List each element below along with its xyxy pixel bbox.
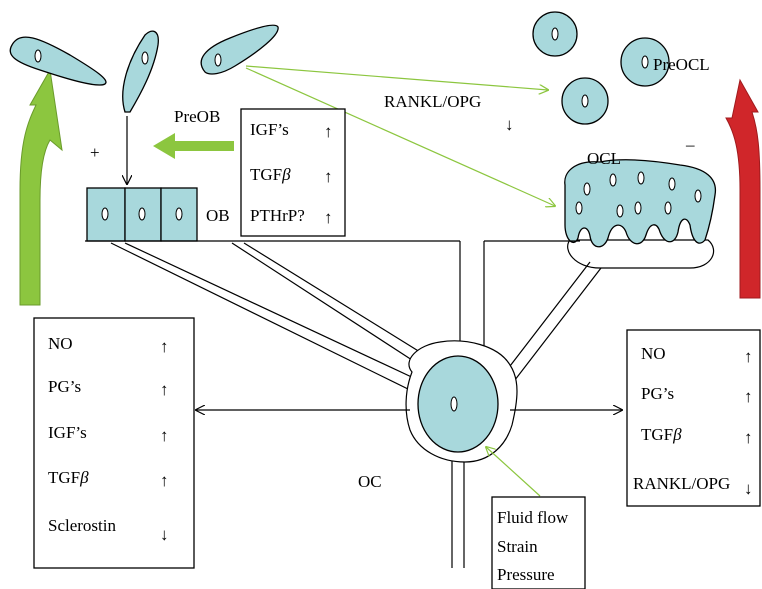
right-factor-name: NO: [641, 344, 666, 363]
left-factor-name: NO: [48, 334, 73, 353]
green-line-to-ocl: [245, 67, 555, 206]
mechanical-stimuli-box: [491, 496, 586, 589]
left-factors-list: NO ↑ PG’s ↑ IGF’s ↑ TGFβ ↑ Sclerostin ↓: [48, 334, 169, 544]
left-factor-arrow: ↑: [160, 426, 169, 445]
left-factor-arrow: ↓: [160, 525, 169, 544]
left-factor-name: IGF’s: [48, 423, 87, 442]
left-factor-name: TGFβ: [48, 468, 89, 487]
right-factor-arrow: ↑: [744, 387, 753, 406]
label-ocl: OCL: [587, 149, 621, 168]
label-minus: –: [685, 135, 695, 154]
ob-factor-name: PTHrP?: [250, 206, 305, 225]
left-factor-arrow: ↑: [160, 337, 169, 356]
green-stimulatory-arrow: [19, 68, 63, 306]
pre-osteoclast-cells: [532, 11, 670, 125]
osteocyte-factors-right-box: [626, 329, 761, 507]
ob-factor-arrow: ↑: [324, 208, 333, 227]
label-rankl-opg: RANKL/OPG: [384, 92, 481, 111]
osteoclast-cell: [564, 159, 717, 269]
stimulus-label: Pressure: [497, 565, 555, 584]
ob-factor-arrow: ↑: [324, 122, 333, 141]
right-factor-name: TGFβ: [641, 425, 682, 444]
ob-factors-box: [240, 108, 346, 237]
green-line-to-preocl: [245, 65, 548, 90]
green-line-stimuli: [486, 447, 541, 497]
right-factor-name: PG’s: [641, 384, 674, 403]
rankl-opg-down-arrow: ↓: [505, 115, 514, 134]
left-factor-arrow: ↑: [160, 380, 169, 399]
osteocyte-cell: [405, 340, 518, 463]
ob-factor-name: TGFβ: [250, 165, 291, 184]
right-factor-name: RANKL/OPG: [633, 474, 730, 493]
right-factor-arrow: ↑: [744, 347, 753, 366]
ob-factors-list: IGF’s ↑ TGFβ ↑ PTHrP? ↑: [250, 120, 333, 227]
stimulus-label: Fluid flow: [497, 508, 569, 527]
right-factors-list: NO ↑ PG’s ↑ TGFβ ↑ RANKL/OPG ↓: [633, 344, 753, 498]
label-oc: OC: [358, 472, 382, 491]
osteocyte-factors-left-box: [33, 317, 195, 569]
stimuli-list: Fluid flow Strain Pressure: [497, 508, 569, 584]
right-factor-arrow: ↑: [744, 428, 753, 447]
left-factor-arrow: ↑: [160, 471, 169, 490]
left-factor-name: Sclerostin: [48, 516, 116, 535]
left-factor-name: PG’s: [48, 377, 81, 396]
red-inhibitory-arrow: [725, 78, 761, 299]
label-preob: PreOB: [174, 107, 220, 126]
ob-factor-name: IGF’s: [250, 120, 289, 139]
right-factor-arrow: ↓: [744, 479, 753, 498]
label-plus: +: [90, 143, 100, 162]
stimulus-label: Strain: [497, 537, 538, 556]
label-ob: OB: [206, 206, 230, 225]
pre-osteoblast-cells: [9, 24, 279, 113]
label-preocl: PreOCL: [653, 55, 710, 74]
ob-factor-arrow: ↑: [324, 167, 333, 186]
osteoblast-cells: [86, 187, 198, 242]
preob-green-arrow: [153, 133, 234, 159]
